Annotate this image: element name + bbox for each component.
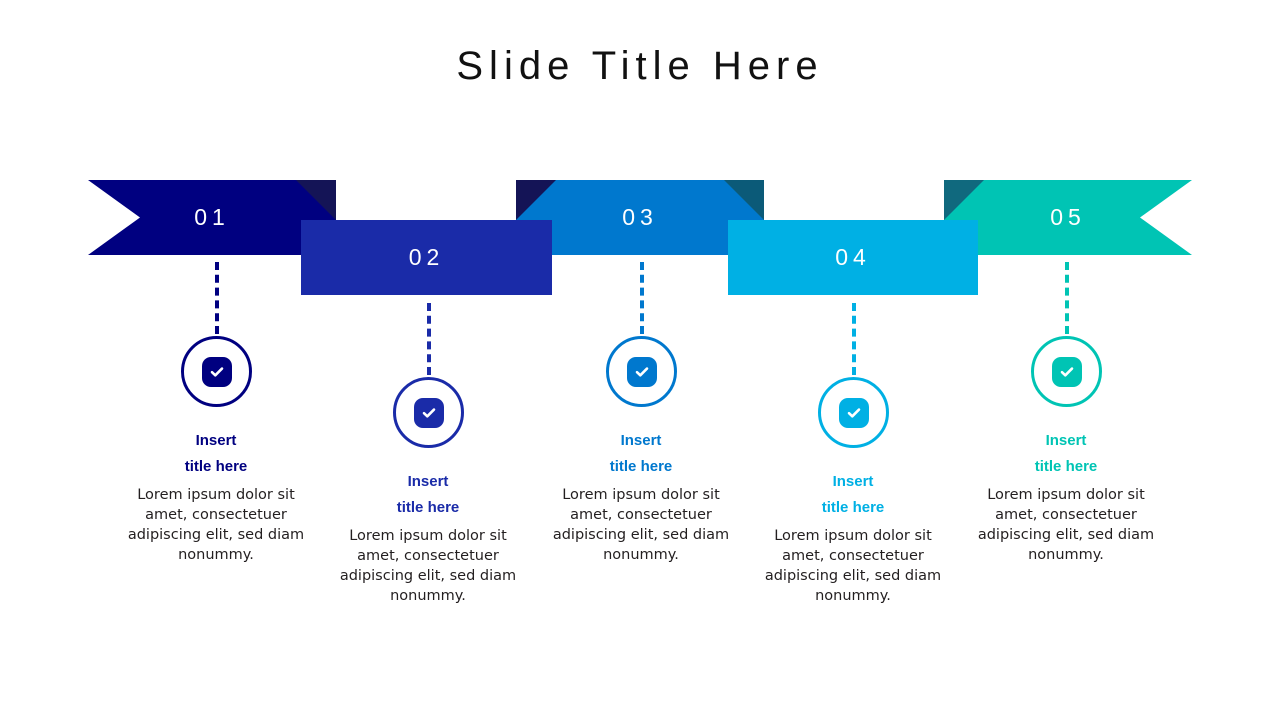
ribbon-shape (944, 180, 1192, 255)
item-title: Insert title here (396, 473, 460, 516)
ribbon-step-03[interactable]: 03 (516, 180, 764, 255)
check-icon (413, 397, 444, 428)
item-body: Lorem ipsum dolor sit amet, consectetuer… (977, 486, 1155, 563)
icon-circle-04[interactable] (818, 377, 889, 448)
check-icon (1051, 356, 1082, 387)
check-icon (838, 397, 869, 428)
page-title: Slide Title Here (456, 44, 824, 88)
connector-line-02 (427, 303, 431, 375)
text-block-03: Insert title here Lorem ipsum dolor sit … (545, 428, 737, 565)
item-title: Insert title here (821, 473, 885, 516)
item-title: Insert title here (1034, 432, 1098, 475)
connector-line-03 (640, 262, 644, 334)
item-body: Lorem ipsum dolor sit amet, consectetuer… (339, 527, 517, 604)
connector-line-04 (852, 303, 856, 375)
ribbon-step-01[interactable]: 01 (88, 180, 336, 255)
icon-circle-02[interactable] (393, 377, 464, 448)
item-body: Lorem ipsum dolor sit amet, consectetuer… (764, 527, 942, 604)
ribbon-step-04[interactable]: 04 (728, 220, 978, 295)
text-block-05: Insert title here Lorem ipsum dolor sit … (970, 428, 1162, 565)
ribbon-shape (728, 220, 978, 295)
item-body: Lorem ipsum dolor sit amet, consectetuer… (127, 486, 305, 563)
check-icon (201, 356, 232, 387)
icon-circle-01[interactable] (181, 336, 252, 407)
text-block-02: Insert title here Lorem ipsum dolor sit … (332, 469, 524, 606)
item-title: Insert title here (184, 432, 248, 475)
ribbon-shape (301, 220, 552, 295)
item-body: Lorem ipsum dolor sit amet, consectetuer… (552, 486, 730, 563)
connector-line-05 (1065, 262, 1069, 334)
icon-circle-05[interactable] (1031, 336, 1102, 407)
text-block-04: Insert title here Lorem ipsum dolor sit … (757, 469, 949, 606)
icon-circle-03[interactable] (606, 336, 677, 407)
ribbon-step-02[interactable]: 02 (301, 220, 552, 295)
item-title: Insert title here (609, 432, 673, 475)
ribbon-shape (88, 180, 336, 255)
ribbon-step-05[interactable]: 05 (944, 180, 1192, 255)
connector-line-01 (215, 262, 219, 334)
text-block-01: Insert title here Lorem ipsum dolor sit … (120, 428, 312, 565)
check-icon (626, 356, 657, 387)
ribbon-shape (516, 180, 764, 255)
